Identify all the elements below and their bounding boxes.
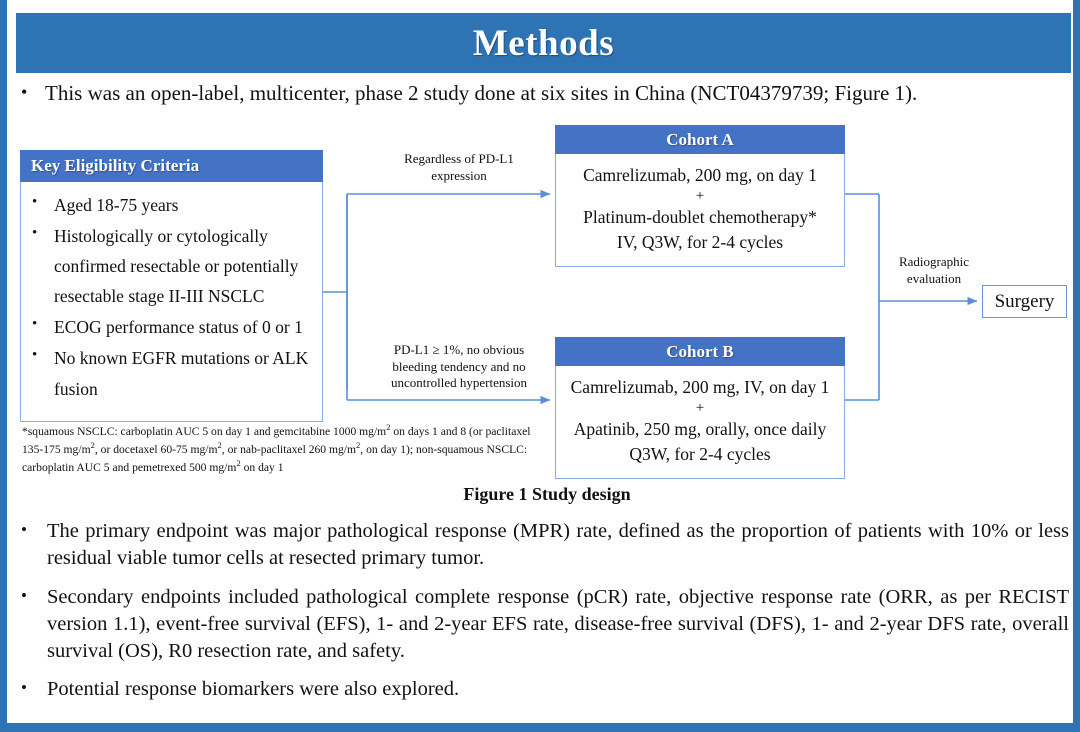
connector-label-top: Regardless of PD-L1 expression bbox=[379, 151, 539, 184]
slide-title-bar: Methods bbox=[16, 13, 1071, 73]
connector-label-line: Regardless of PD-L1 bbox=[404, 151, 514, 166]
bullet-glyph: • bbox=[21, 520, 27, 539]
bullet-glyph: • bbox=[32, 347, 38, 364]
bullet-glyph: • bbox=[21, 585, 27, 605]
cohort-a-body: Camrelizumab, 200 mg, on day 1 + Platinu… bbox=[555, 154, 845, 267]
eligibility-item-text: No known EGFR mutations or ALK fusion bbox=[54, 348, 309, 399]
connector-label-line: Radiographic bbox=[898, 254, 970, 269]
study-design-diagram: Key Eligibility Criteria • Aged 18-75 ye… bbox=[7, 110, 1080, 500]
footnote-sup: 2 bbox=[217, 439, 222, 450]
lead-bullet-text: This was an open-label, multicenter, pha… bbox=[45, 81, 918, 105]
connector-label-line: expression bbox=[431, 167, 487, 183]
list-item: • The primary endpoint was major patholo… bbox=[21, 518, 1069, 573]
list-item: • ECOG performance status of 0 or 1 bbox=[27, 312, 316, 342]
cohort-a-header: Cohort A bbox=[555, 125, 845, 154]
footnote-seg: , or docetaxel 60-75 mg/m bbox=[94, 442, 218, 456]
list-item: • Aged 18-75 years bbox=[27, 190, 316, 220]
cohort-a-line-3: IV, Q3W, for 2-4 cycles bbox=[616, 232, 784, 253]
bullet-text: Potential response biomarkers were also … bbox=[47, 678, 460, 701]
footnote-seg: , or nab-paclitaxel 260 mg/m bbox=[221, 442, 357, 456]
eligibility-item-text: Histologically or cytologically confirme… bbox=[54, 226, 299, 307]
cohort-a-plus: + bbox=[695, 188, 705, 205]
list-item: • Histologically or cytologically confir… bbox=[27, 221, 316, 311]
bullet-glyph: • bbox=[32, 194, 38, 210]
connector-label-bottom: PD-L1 ≥ 1%, no obvious bleeding tendency… bbox=[365, 342, 553, 392]
connector-label-line: evaluation bbox=[906, 270, 962, 286]
cohort-b-line-2: Apatinib, 250 mg, orally, once daily bbox=[573, 418, 827, 439]
cohort-b-card: Cohort B Camrelizumab, 200 mg, IV, on da… bbox=[555, 337, 845, 479]
bullet-glyph: • bbox=[32, 316, 38, 333]
cohort-b-line-1: Camrelizumab, 200 mg, IV, on day 1 bbox=[570, 377, 830, 397]
eligibility-item-text: ECOG performance status of 0 or 1 bbox=[54, 317, 303, 338]
bullet-text: Secondary endpoints included pathologica… bbox=[47, 585, 1069, 663]
cohort-b-header: Cohort B bbox=[555, 337, 845, 366]
eligibility-item-text: Aged 18-75 years bbox=[54, 195, 179, 215]
bullet-glyph: • bbox=[21, 678, 27, 698]
connector-label-line: uncontrolled hypertension bbox=[390, 375, 528, 391]
lead-bullet: • This was an open-label, multicenter, p… bbox=[21, 80, 1067, 107]
cohort-a-line-1: Camrelizumab, 200 mg, on day 1 bbox=[583, 165, 817, 185]
connector-label-right: Radiographic evaluation bbox=[879, 254, 989, 287]
footnote-seg: on days 1 and 8 (or paclitaxel 135-175 m… bbox=[22, 424, 531, 456]
eligibility-card: Key Eligibility Criteria • Aged 18-75 ye… bbox=[20, 150, 323, 422]
cohort-a-line-2: Platinum-doublet chemotherapy* bbox=[583, 206, 817, 227]
eligibility-header: Key Eligibility Criteria bbox=[20, 150, 323, 182]
diagram-connectors bbox=[323, 189, 978, 405]
list-item: • No known EGFR mutations or ALK fusion bbox=[27, 343, 316, 403]
list-item: • Potential response biomarkers were als… bbox=[21, 676, 1069, 703]
footnote-seg: , on day 1); non-squamous NSCLC: carbopl… bbox=[22, 442, 528, 474]
cohort-b-line-3: Q3W, for 2-4 cycles bbox=[629, 444, 771, 465]
footnote-sup: 2 bbox=[236, 457, 241, 468]
footnote-sup: 2 bbox=[386, 422, 391, 432]
cohort-a-card: Cohort A Camrelizumab, 200 mg, on day 1 … bbox=[555, 125, 845, 267]
cohort-b-plus: + bbox=[695, 400, 705, 417]
footnote-seg: on day 1 bbox=[240, 460, 284, 474]
bullet-glyph: • bbox=[21, 82, 28, 102]
footnote-sup: 2 bbox=[90, 439, 95, 450]
footnote-seg: *squamous NSCLC: carboplatin AUC 5 on da… bbox=[22, 424, 387, 438]
connector-label-line: PD-L1 ≥ 1%, no obvious bbox=[393, 342, 525, 357]
surgery-label: Surgery bbox=[994, 290, 1055, 312]
figure-caption: Figure 1 Study design bbox=[463, 484, 631, 504]
footnote-sup: 2 bbox=[356, 439, 361, 450]
eligibility-body: • Aged 18-75 years • Histologically or c… bbox=[20, 182, 323, 422]
bullet-glyph: • bbox=[32, 225, 38, 242]
list-item: • Secondary endpoints included pathologi… bbox=[21, 584, 1069, 666]
page-title: Methods bbox=[472, 22, 615, 64]
cohort-b-body: Camrelizumab, 200 mg, IV, on day 1 + Apa… bbox=[555, 366, 845, 479]
surgery-box: Surgery bbox=[982, 285, 1067, 318]
connector-label-line: bleeding tendency and no bbox=[392, 358, 526, 374]
eligibility-list: • Aged 18-75 years • Histologically or c… bbox=[27, 190, 316, 404]
chemotherapy-footnote: *squamous NSCLC: carboplatin AUC 5 on da… bbox=[22, 422, 550, 476]
endpoint-bullet-list: • The primary endpoint was major patholo… bbox=[21, 518, 1069, 715]
bullet-text: The primary endpoint was major pathologi… bbox=[47, 520, 1069, 570]
